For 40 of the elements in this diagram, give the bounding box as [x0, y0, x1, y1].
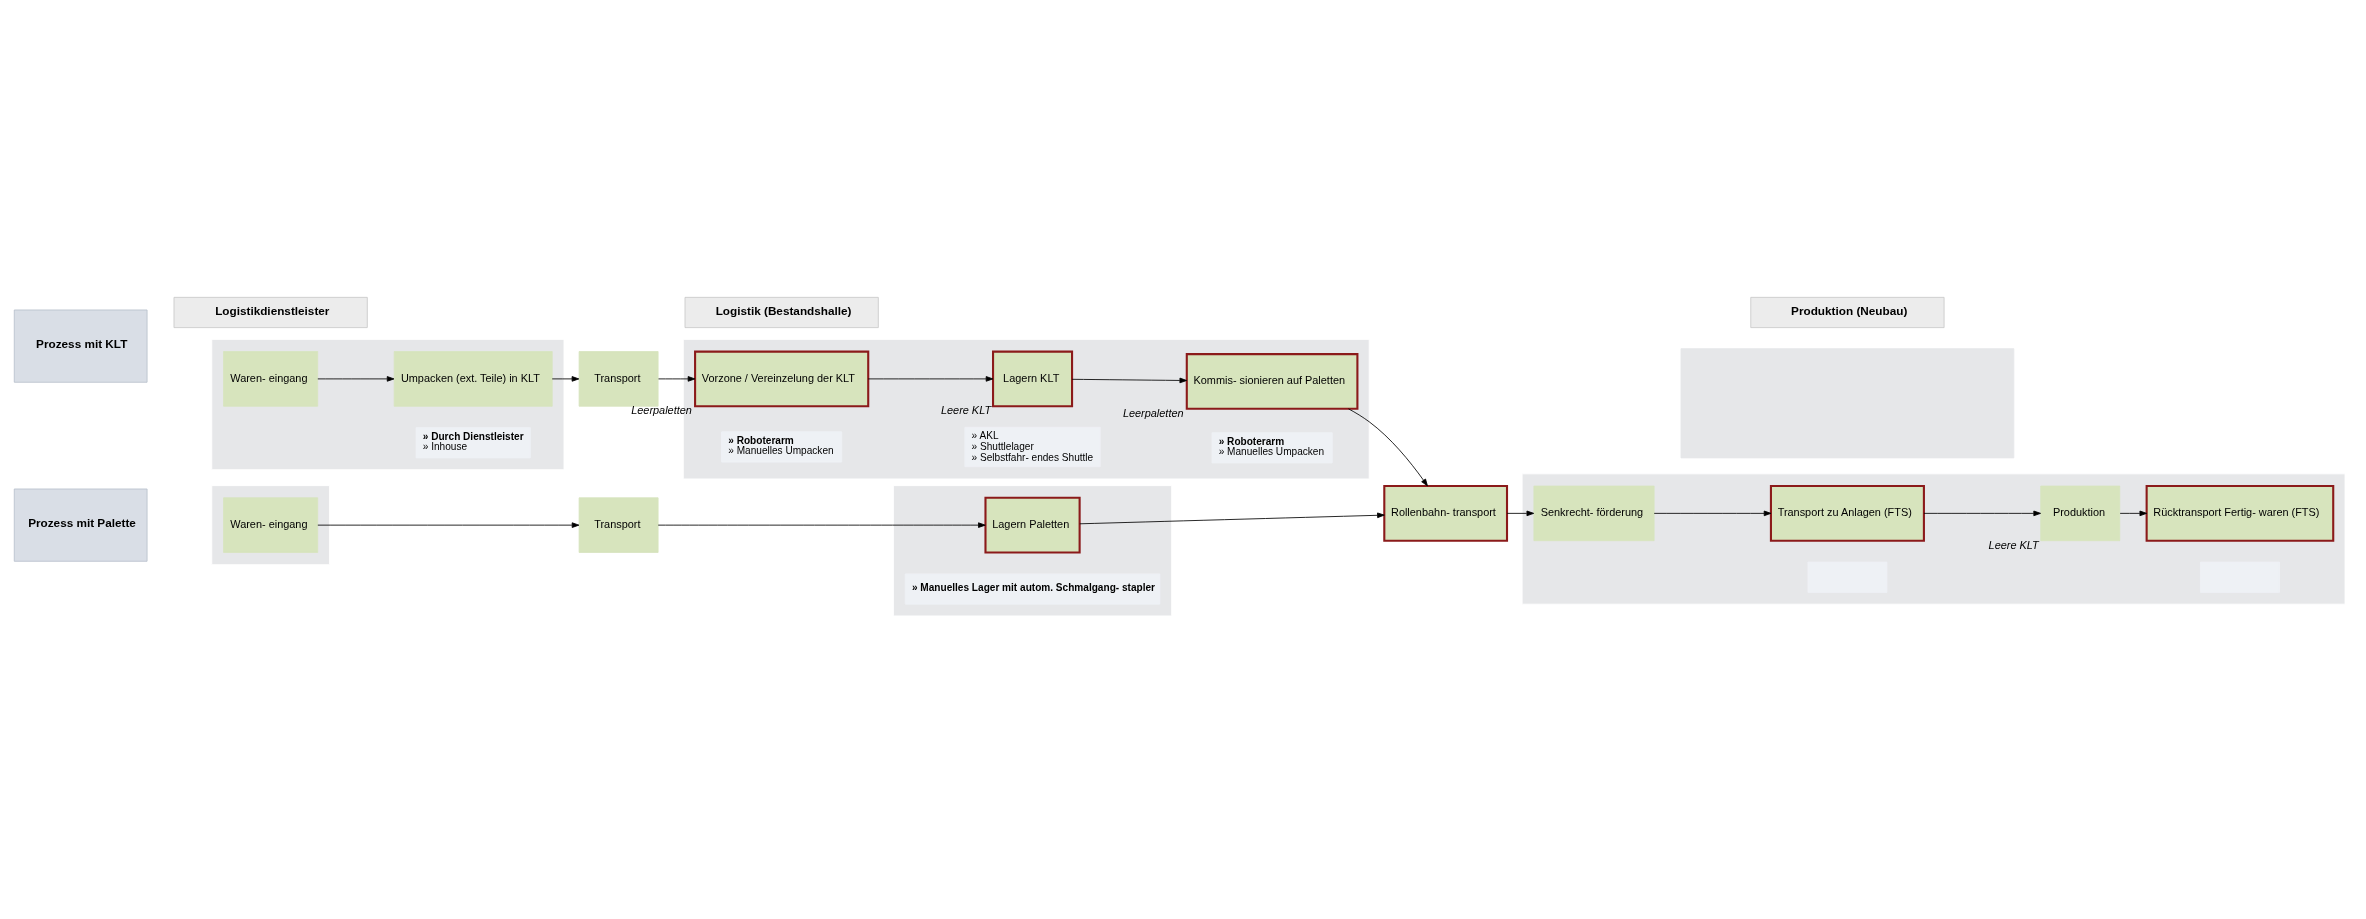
node-box: Logistikdienstleister: [173, 296, 368, 328]
node-box: Rücktransport Fertig- waren (FTS): [2145, 484, 2335, 542]
arrow: [317, 375, 395, 382]
arrow: [657, 521, 986, 528]
cluster: [211, 484, 330, 565]
node-label: Leere KLT: [1988, 538, 2039, 551]
node-box: Rollenbahn- transport: [1383, 484, 1509, 542]
node-box: Prozess mit KLT: [13, 309, 148, 383]
node-box: Lagern Paletten: [984, 496, 1081, 553]
node-label: Leerpaletten: [1122, 406, 1184, 419]
node-box: Produktion: [2040, 485, 2121, 541]
arrow: [1653, 510, 1772, 516]
node-box: Transport: [578, 350, 659, 407]
arrow: [1079, 512, 1385, 524]
node-box: Waren- eingang: [223, 496, 319, 553]
node-box: Lagern KLT: [992, 350, 1074, 407]
node-box: Produktion (Neubau): [1750, 296, 1945, 328]
node-label: Leere KLT: [940, 403, 992, 416]
arrow: [1506, 510, 1535, 516]
arrow: [2119, 510, 2148, 516]
node-box: Senkrecht- förderung: [1533, 485, 1655, 541]
cluster: [893, 484, 1173, 616]
arrow: [658, 375, 696, 382]
arrow: [1348, 407, 1428, 486]
arrow: [551, 375, 580, 382]
cluster: [211, 338, 565, 470]
node-box: Umpacken (ext. Teile) in KLT: [393, 350, 553, 407]
cluster: [1521, 472, 2346, 605]
node-box: Transport: [578, 496, 659, 553]
arrow: [1071, 377, 1188, 383]
arrow: [1923, 510, 2041, 516]
node-box: Logistik (Bestandshalle): [684, 296, 879, 328]
node-box: Kommis- sionieren auf Paletten: [1185, 352, 1359, 410]
arrow: [317, 521, 580, 528]
node-box: Waren- eingang: [223, 350, 319, 407]
arrow: [867, 375, 994, 382]
node-box: Transport zu Anlagen (FTS): [1769, 484, 1925, 542]
node-box: Prozess mit Palette: [13, 488, 148, 562]
node-box: [1680, 347, 2015, 458]
node-box: Vorzone / Vereinzelung der KLT: [694, 350, 870, 407]
